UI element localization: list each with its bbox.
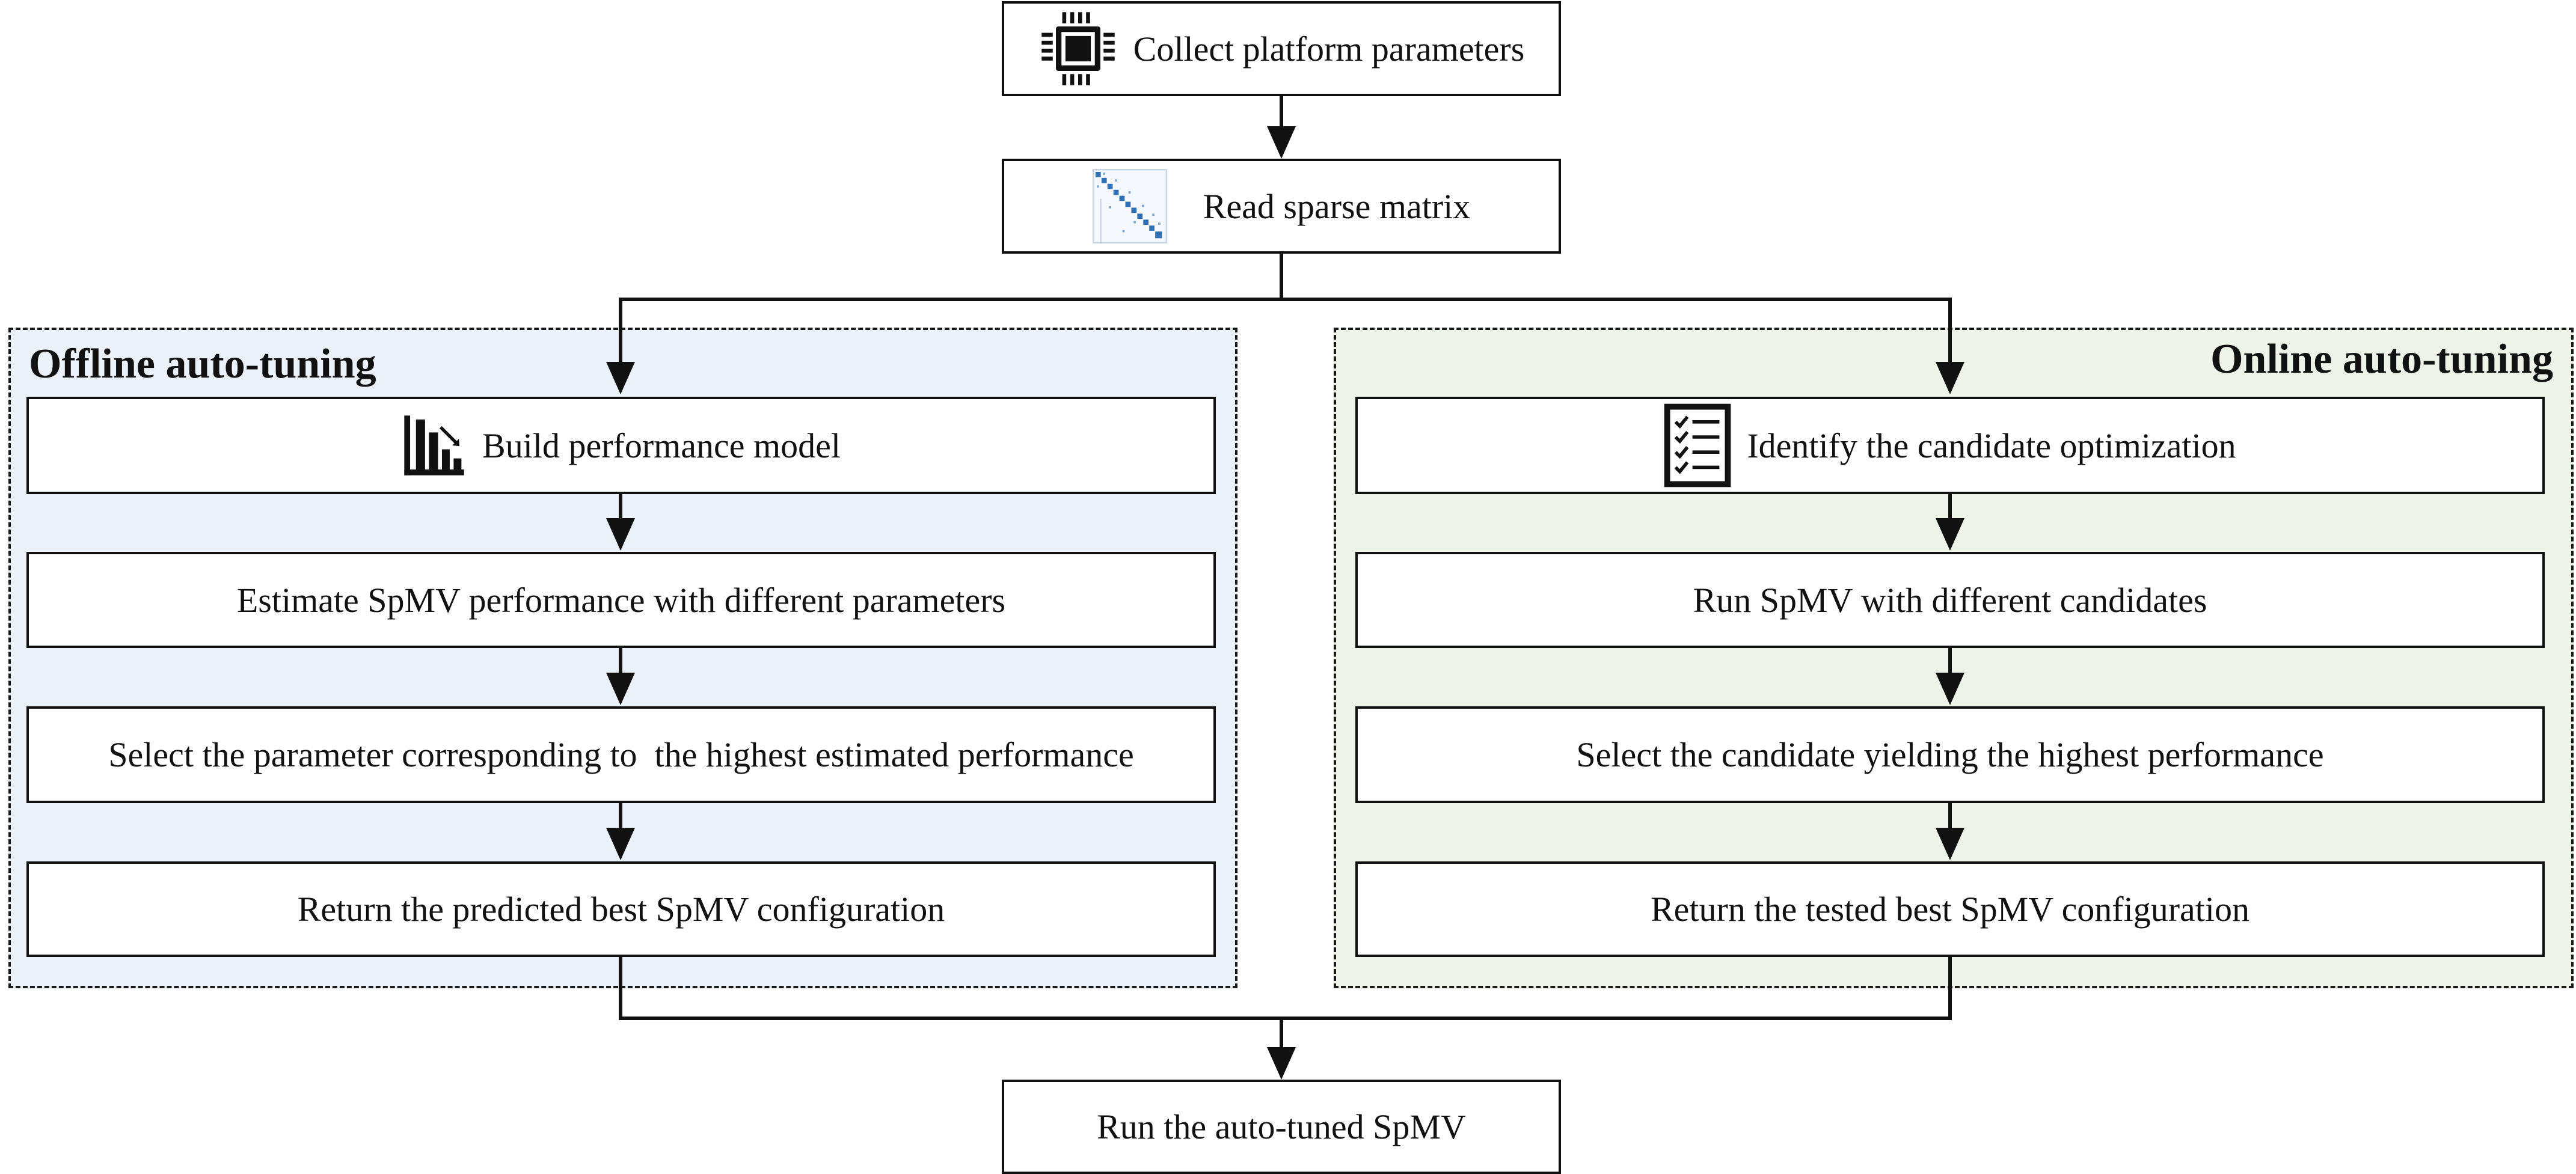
offline-step-3-label: Select the parameter corresponding to th… (108, 735, 1134, 774)
online-step-3-label: Select the candidate yielding the highes… (1576, 735, 2324, 774)
collect-platform-parameters-box: Collect platform parameters (1002, 1, 1561, 96)
offline-step-3-box: Select the parameter corresponding to th… (26, 706, 1216, 803)
collect-platform-parameters-label: Collect platform parameters (1133, 29, 1525, 69)
online-step-2-label: Run SpMV with different candidates (1693, 580, 2207, 620)
online-step-4-box: Return the tested best SpMV configuratio… (1355, 861, 2545, 957)
online-region-title: Online auto-tuning (2210, 336, 2553, 382)
read-sparse-matrix-label: Read sparse matrix (1203, 186, 1471, 226)
bar-chart-icon (402, 413, 467, 478)
online-step-1-label: Identify the candidate optimization (1747, 426, 2236, 465)
offline-step-4-label: Return the predicted best SpMV configura… (297, 890, 945, 929)
offline-step-2-box: Estimate SpMV performance with different… (26, 552, 1216, 648)
offline-step-1-box: Build performance model (26, 397, 1216, 494)
read-sparse-matrix-box: Read sparse matrix (1002, 159, 1561, 254)
online-step-3-box: Select the candidate yielding the highes… (1355, 706, 2545, 803)
offline-step-4-box: Return the predicted best SpMV configura… (26, 861, 1216, 957)
online-step-2-box: Run SpMV with different candidates (1355, 552, 2545, 648)
run-autotuned-spmv-box: Run the auto-tuned SpMV (1002, 1080, 1561, 1174)
offline-step-2-label: Estimate SpMV performance with different… (236, 580, 1006, 620)
offline-step-1-label: Build performance model (482, 426, 841, 465)
online-step-1-box: Identify the candidate optimization (1355, 397, 2545, 494)
checklist-icon (1664, 403, 1731, 488)
online-step-4-label: Return the tested best SpMV configuratio… (1650, 890, 2250, 929)
sparse-matrix-icon (1092, 169, 1167, 243)
offline-region-title: Offline auto-tuning (29, 341, 376, 387)
run-autotuned-spmv-label: Run the auto-tuned SpMV (1097, 1107, 1466, 1146)
cpu-chip-icon (1038, 9, 1118, 88)
